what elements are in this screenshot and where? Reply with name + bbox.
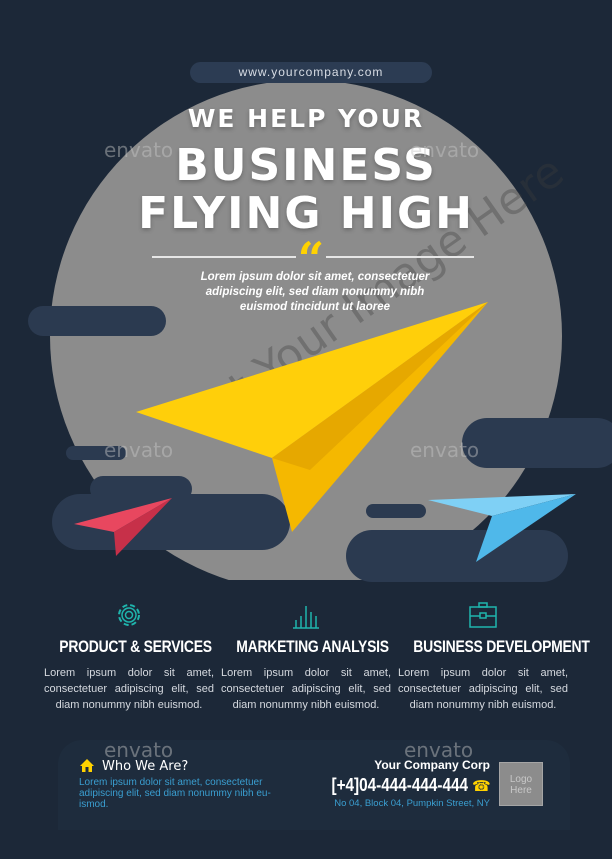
cloud (28, 306, 166, 336)
company-name: Your Company Corp (374, 758, 490, 772)
envato-watermark: envato (104, 138, 174, 162)
envato-watermark: envato (404, 738, 474, 762)
background-strip (0, 580, 612, 600)
feature-text: Lorem ipsum dolor sit amet, consectetuer… (44, 667, 214, 711)
tagline-line: Lorem ipsum dolor sit amet, consectetuer (200, 271, 430, 283)
website-pill[interactable]: www.yourcompany.com (190, 62, 432, 83)
envato-watermark: envato (104, 438, 174, 462)
phone-icon: ☎ (472, 778, 491, 795)
envato-watermark: envato (410, 138, 480, 162)
who-text: Lorem ipsum dolor sit amet, consectetuer… (79, 777, 271, 810)
who-title: Who We Are? (102, 759, 189, 774)
headline-line1: WE HELP YOUR (187, 104, 425, 133)
headline-line3: FLYING HIGH (138, 188, 474, 239)
address: No 04, Block 04, Pumpkin Street, NY (334, 798, 490, 809)
feature-marketing-analysis: MARKETING ANALYSIS Lorem ipsum dolor sit… (221, 598, 391, 713)
feature-text: Lorem ipsum dolor sit amet, consectetuer… (398, 667, 568, 711)
feature-title: MARKETING ANALYSIS (236, 637, 389, 656)
feature-business-development: BUSINESS DEVELOPMENT Lorem ipsum dolor s… (398, 598, 590, 713)
envato-watermark: envato (410, 438, 480, 462)
feature-product-services: PRODUCT & SERVICES Lorem ipsum dolor sit… (44, 598, 214, 713)
bar-chart-icon (293, 606, 319, 629)
feature-title: BUSINESS DEVELOPMENT (413, 637, 590, 656)
cloud (346, 530, 568, 582)
home-icon (80, 759, 94, 772)
footer-panel (58, 740, 570, 830)
feature-title: PRODUCT & SERVICES (59, 637, 212, 656)
headline-line2: BUSINESS (175, 140, 437, 191)
tagline-line: euismod tincidunt ut laoree (239, 301, 391, 313)
yellow-paper-plane-icon (136, 302, 488, 532)
briefcase-icon (469, 602, 497, 628)
cloud (462, 418, 612, 468)
logo-placeholder: Logo Here (499, 762, 543, 806)
cloud (66, 446, 126, 460)
red-paper-plane-icon (74, 498, 172, 556)
paper-planes (74, 302, 576, 562)
cloud (366, 504, 426, 518)
feature-text: Lorem ipsum dolor sit amet, consectetuer… (221, 667, 391, 711)
tagline-line: adipiscing elit, sed diam nonummy nibh (205, 286, 425, 298)
envato-watermark: envato (104, 738, 174, 762)
gear-icon (118, 604, 140, 626)
phone-number[interactable]: [+4]04-444-444-444 (331, 775, 468, 795)
blue-paper-plane-icon (428, 494, 576, 562)
